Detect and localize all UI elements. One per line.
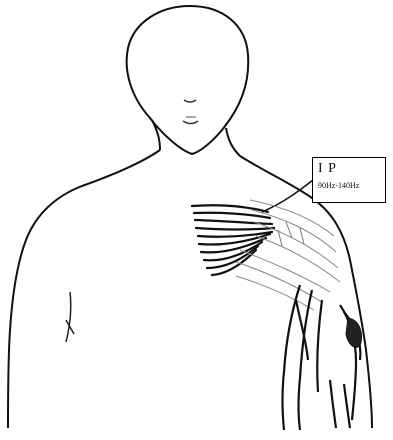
annotation-box: I P 90Hz-140Hz <box>312 157 386 203</box>
annotation-frequency: 90Hz-140Hz <box>318 182 385 191</box>
annotation-code: I P <box>318 161 385 176</box>
